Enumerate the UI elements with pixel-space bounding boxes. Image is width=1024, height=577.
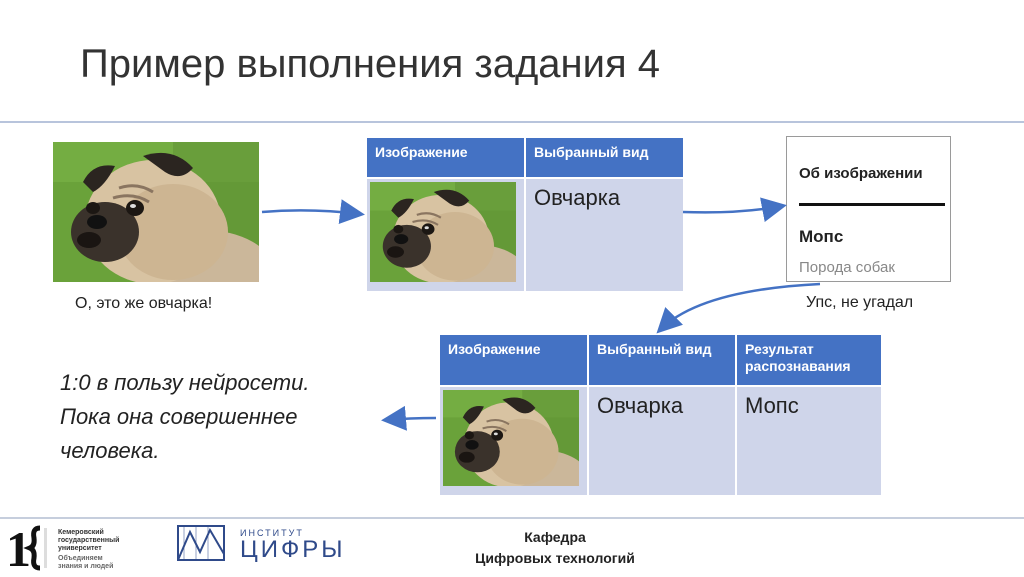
breed-name: Мопс xyxy=(799,227,843,247)
ksu-logo: 1 Кемеровский государственный университе… xyxy=(6,522,146,577)
species-cell: Овчарка xyxy=(525,178,684,292)
slide-title: Пример выполнения задания 4 xyxy=(80,42,660,87)
conclusion-text: 1:0 в пользу нейросети. Пока она соверше… xyxy=(60,366,309,468)
search-result-card: Об изображении Мопс Порода собак xyxy=(786,136,951,282)
column-header-image: Изображение xyxy=(366,137,525,178)
guess-caption: О, это же овчарка! xyxy=(75,295,212,313)
guess-table: Изображение Выбранный вид Овчарка xyxy=(365,136,685,293)
department-line: Цифровых технологий xyxy=(420,548,690,569)
column-header-result: Результат распознавания xyxy=(736,334,882,386)
department-footer: Кафедра Цифровых технологий xyxy=(420,527,690,569)
arrow-photo-to-table xyxy=(262,210,360,214)
conclusion-line: 1:0 в пользу нейросети. xyxy=(60,366,309,400)
department-line: Кафедра xyxy=(420,527,690,548)
institute-main-label: ЦИФРЫ xyxy=(240,536,346,564)
ksu-logo-line: знания и людей xyxy=(58,563,119,571)
ksu-logo-line: университет xyxy=(58,545,119,553)
miss-caption: Упс, не угадал xyxy=(806,294,913,312)
column-header-image: Изображение xyxy=(439,334,588,386)
card-title: Об изображении xyxy=(799,165,923,182)
pug-thumbnail xyxy=(443,390,579,486)
conclusion-line: Пока она совершеннее xyxy=(60,400,309,434)
column-header-species: Выбранный вид xyxy=(588,334,736,386)
pug-thumbnail xyxy=(370,182,516,282)
result-table: Изображение Выбранный вид Результат расп… xyxy=(438,333,883,497)
ksu-logo-line: Кемеровский xyxy=(58,529,119,537)
card-divider xyxy=(799,203,945,206)
arrow-result-to-conclusion xyxy=(386,418,436,420)
institute-logo: ИНСТИТУТ ЦИФРЫ xyxy=(176,524,226,567)
footer-divider xyxy=(0,517,1024,519)
breed-subtitle: Порода собак xyxy=(799,259,895,276)
pug-photo xyxy=(53,142,259,282)
arrow-table-to-card xyxy=(683,206,782,212)
institute-mark-icon xyxy=(176,524,226,562)
conclusion-line: человека. xyxy=(60,434,309,468)
image-cell xyxy=(366,178,525,292)
result-cell: Мопс xyxy=(736,386,882,496)
ksu-logo-line: Объединяем xyxy=(58,555,119,563)
image-cell xyxy=(439,386,588,496)
column-header-species: Выбранный вид xyxy=(525,137,684,178)
title-divider xyxy=(0,121,1024,123)
species-cell: Овчарка xyxy=(588,386,736,496)
ksu-logo-line: государственный xyxy=(58,537,119,545)
